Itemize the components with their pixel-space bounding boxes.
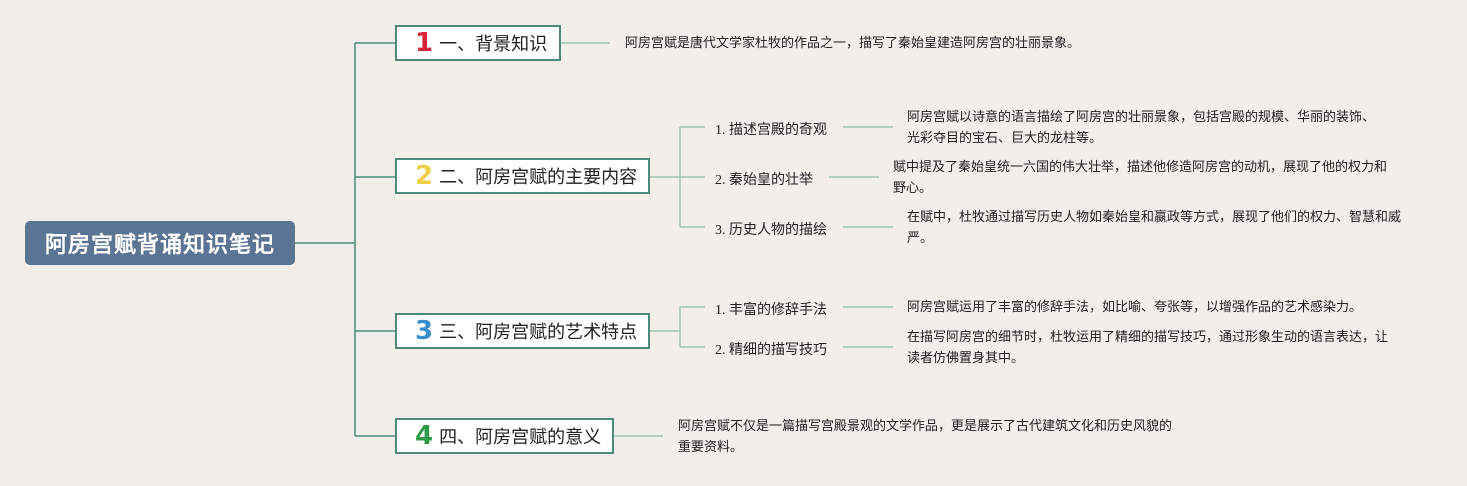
subtopic-qin-feat[interactable]: 2. 秦始皇的壮举 xyxy=(715,173,813,188)
branch-label: 一、背景知识 xyxy=(439,34,548,55)
subtopic-historical-figures[interactable]: 3. 历史人物的描绘 xyxy=(715,223,827,238)
number-1-icon: 1 xyxy=(415,28,434,58)
branch-label: 二、阿房宫赋的主要内容 xyxy=(439,167,638,188)
branch-artistic-features[interactable]: 3 三、阿房宫赋的艺术特点 xyxy=(395,313,650,349)
subtopic-rhetoric[interactable]: 1. 丰富的修辞手法 xyxy=(715,303,827,318)
branch-label: 四、阿房宫赋的意义 xyxy=(439,427,602,448)
branch-main-content[interactable]: 2 二、阿房宫赋的主要内容 xyxy=(395,158,650,194)
note-historical-figures: 在赋中，杜牧通过描写历史人物如秦始皇和嬴政等方式，展现了他们的权力、智慧和威严。 xyxy=(907,210,1402,246)
note-background: 阿房宫赋是唐代文学家杜牧的作品之一，描写了秦始皇建造阿房宫的壮丽景象。 xyxy=(625,36,1081,51)
branch-significance[interactable]: 4 四、阿房宫赋的意义 xyxy=(395,418,614,454)
subtopic-palace-wonders[interactable]: 1. 描述宫殿的奇观 xyxy=(715,123,827,138)
number-4-icon: 4 xyxy=(415,421,434,451)
root-title: 阿房宫赋背诵知识笔记 xyxy=(44,233,275,258)
note-description-skill: 在描写阿房宫的细节时，杜牧运用了精细的描写技巧，通过形象生动的语言表达，让读者仿… xyxy=(907,330,1389,366)
note-rhetoric: 阿房宫赋运用了丰富的修辞手法，如比喻、夸张等，以增强作品的艺术感染力。 xyxy=(907,300,1363,315)
branch-background[interactable]: 1 一、背景知识 xyxy=(395,25,561,61)
root-topic[interactable]: 阿房宫赋背诵知识笔记 xyxy=(25,221,295,265)
branch-label: 三、阿房宫赋的艺术特点 xyxy=(439,322,638,343)
number-2-icon: 2 xyxy=(415,161,434,191)
subtopic-description-skill[interactable]: 2. 精细的描写技巧 xyxy=(715,343,827,358)
note-palace-wonders: 阿房宫赋以诗意的语言描绘了阿房宫的壮丽景象，包括宫殿的规模、华丽的装饰、光彩夺目… xyxy=(907,110,1376,146)
note-significance: 阿房宫赋不仅是一篇描写宫殿景观的文学作品，更是展示了古代建筑文化和历史风貌的重要… xyxy=(678,419,1173,455)
number-3-icon: 3 xyxy=(415,316,434,346)
note-qin-feat: 赋中提及了秦始皇统一六国的伟大壮举，描述他修造阿房宫的动机，展现了他的权力和野心… xyxy=(893,160,1388,196)
